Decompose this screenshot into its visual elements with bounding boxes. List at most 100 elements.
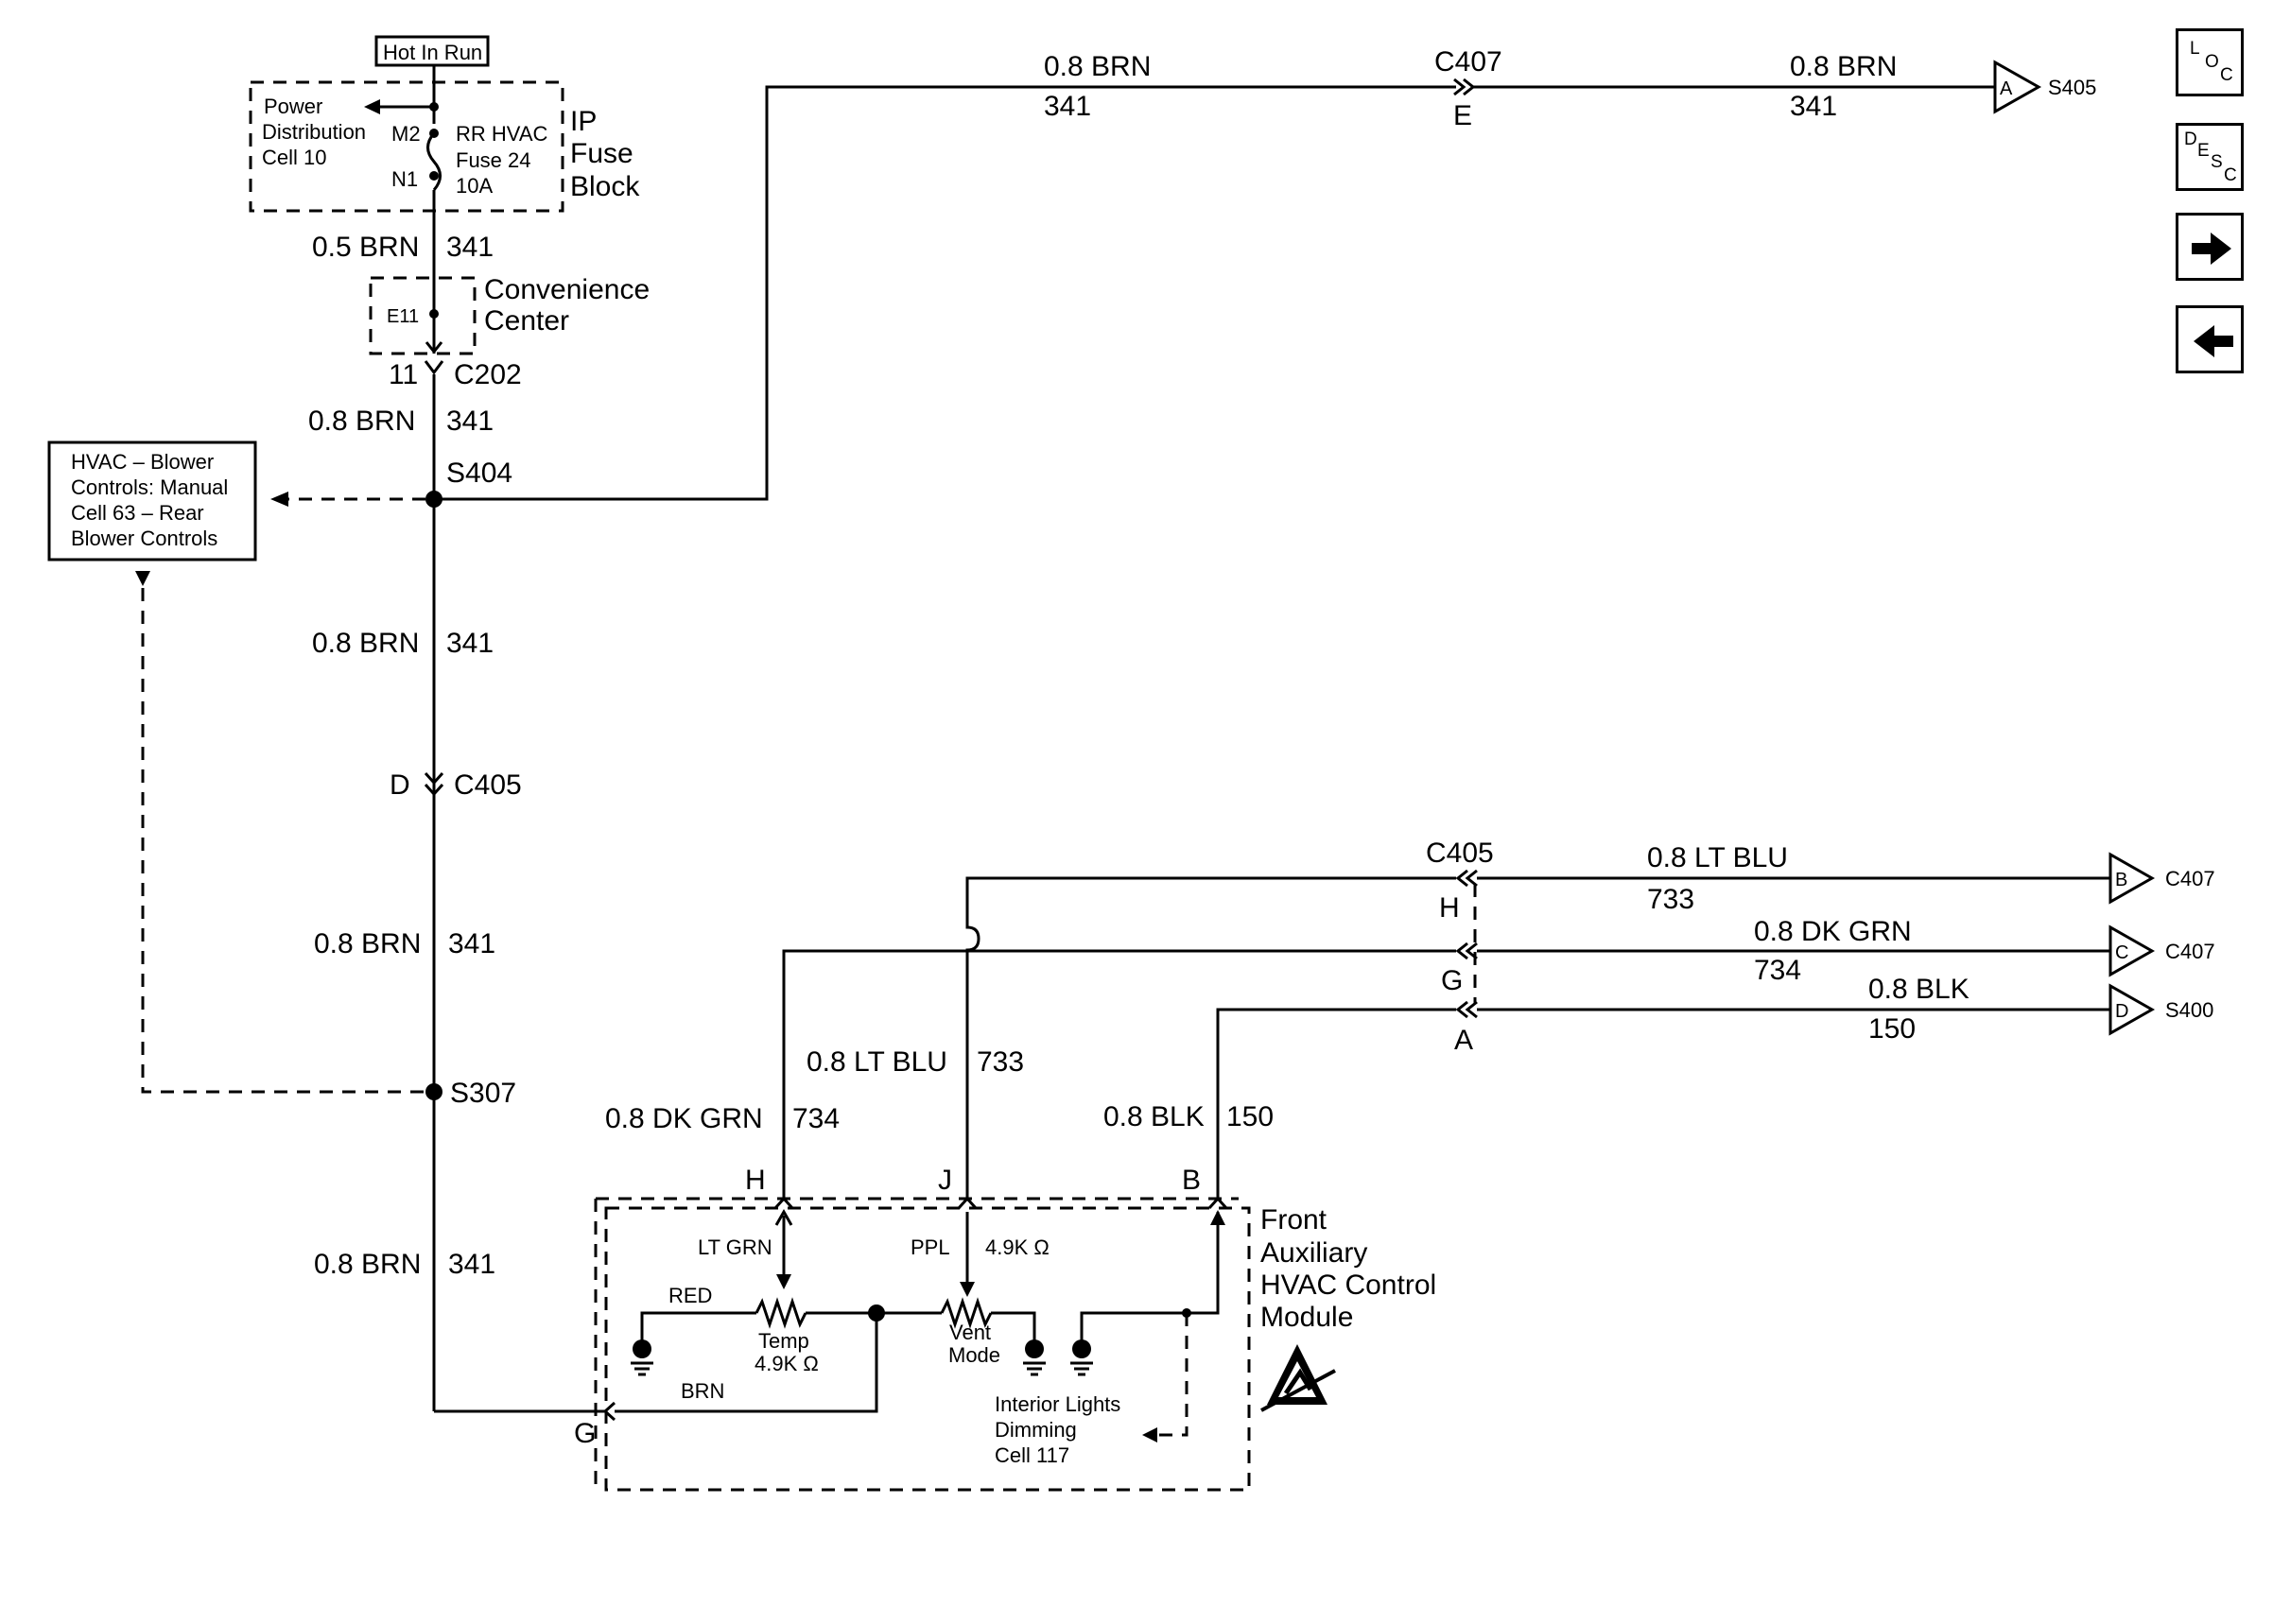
lt-blu-down-gauge: 0.8 LT BLU xyxy=(807,1046,947,1078)
hot-in-run-label: Hot In Run xyxy=(383,41,482,64)
wire-w1-circuit: 341 xyxy=(446,232,494,263)
module-pin-b: B xyxy=(1182,1165,1201,1196)
loc-button[interactable]: L O C xyxy=(2176,28,2244,96)
convenience-center-pin: E11 xyxy=(387,306,419,327)
temp-resistor xyxy=(755,1297,807,1329)
ip-fuse-block-label-3: Block xyxy=(570,171,640,202)
offpage-s405-label: S405 xyxy=(2048,76,2096,99)
c405-main-label: C405 xyxy=(454,769,522,801)
c405-right-pin-h: H xyxy=(1439,892,1460,924)
ground-icon xyxy=(1023,1339,1046,1376)
ground-icon xyxy=(1070,1339,1093,1376)
dk-grn-down-circuit: 734 xyxy=(792,1103,840,1134)
temp-label-2: 4.9K Ω xyxy=(755,1352,819,1375)
module-label-3: HVAC Control xyxy=(1260,1270,1436,1301)
ip-fuse-block-label-1: IP xyxy=(570,106,597,137)
wire-w3-gauge: 0.8 BRN xyxy=(312,628,419,659)
module-pin-j: J xyxy=(938,1165,952,1196)
wire-w3-circuit: 341 xyxy=(446,628,494,659)
offpage-s400-letter: D xyxy=(2115,1001,2128,1022)
blk-right-circuit: 150 xyxy=(1868,1013,1916,1045)
offpage-c407-b-label: C407 xyxy=(2165,867,2215,890)
fuse-pin-n1: N1 xyxy=(391,167,418,191)
arrow-right-icon xyxy=(2192,233,2231,265)
convenience-center-label-1: Convenience xyxy=(484,274,650,305)
arrow-left-icon xyxy=(2194,325,2233,357)
offpage-s405-letter: A xyxy=(2000,78,2013,99)
module-label-2: Auxiliary xyxy=(1260,1237,1367,1269)
red-wire-label: RED xyxy=(668,1284,712,1307)
lt-blu-down-circuit: 733 xyxy=(977,1046,1024,1078)
dk-grn-right-gauge: 0.8 DK GRN xyxy=(1754,916,1912,947)
top-right-gauge: 0.8 BRN xyxy=(1790,51,1897,82)
hot-in-run-box xyxy=(374,35,490,67)
hvac-blower-controls-box xyxy=(47,441,257,561)
svg-text:O: O xyxy=(2205,52,2219,72)
pdc-label-1: Power xyxy=(264,95,322,118)
c405-right-pin-a: A xyxy=(1454,1025,1473,1056)
hvac-blower-label-4: Blower Controls xyxy=(71,527,217,550)
c405-right-pin-g: G xyxy=(1441,965,1463,996)
top-right-circuit: 341 xyxy=(1790,91,1837,122)
dimming-label-1: Interior Lights xyxy=(995,1392,1120,1416)
offpage-c407-c-arrow xyxy=(2108,924,2156,977)
dimming-label-3: Cell 117 xyxy=(995,1443,1069,1467)
wire-w4-gauge: 0.8 BRN xyxy=(314,928,421,959)
c202-pin: 11 xyxy=(389,359,418,390)
c407-top-pin: E xyxy=(1453,100,1472,131)
ppl-resistance: 4.9K Ω xyxy=(985,1235,1050,1259)
vent-label-2: Mode xyxy=(948,1343,1000,1367)
blk-right-gauge: 0.8 BLK xyxy=(1868,974,1969,1005)
svg-text:C: C xyxy=(2220,65,2233,85)
c407-top-label: C407 xyxy=(1434,46,1502,78)
top-left-gauge: 0.8 BRN xyxy=(1044,51,1151,82)
lt-grn-label: LT GRN xyxy=(698,1235,772,1259)
wire-w1-gauge: 0.5 BRN xyxy=(312,232,419,263)
lt-blu-right-circuit: 733 xyxy=(1647,884,1694,915)
wire-w5-circuit: 341 xyxy=(448,1249,495,1280)
ppl-label: PPL xyxy=(911,1235,950,1259)
esd-warning-icon xyxy=(1260,1344,1336,1412)
fuse-label-2: Fuse 24 xyxy=(456,148,531,172)
vent-mode-resistor xyxy=(940,1297,993,1329)
hvac-blower-label-2: Controls: Manual xyxy=(71,475,228,499)
svg-text:D: D xyxy=(2184,130,2197,149)
svg-text:C: C xyxy=(2224,165,2237,185)
module-label-4: Module xyxy=(1260,1302,1353,1333)
svg-text:S: S xyxy=(2211,152,2223,172)
forward-button[interactable] xyxy=(2176,213,2244,281)
module-outline xyxy=(604,1206,1251,1492)
module-label-1: Front xyxy=(1260,1204,1327,1235)
blk-down-circuit: 150 xyxy=(1226,1101,1274,1132)
desc-button[interactable]: D E S C xyxy=(2176,123,2244,191)
svg-text:E: E xyxy=(2197,141,2210,161)
vent-label-1: Vent xyxy=(949,1321,991,1344)
ground-icon xyxy=(631,1339,653,1376)
offpage-s405-arrow xyxy=(1993,60,2042,114)
hvac-blower-label-3: Cell 63 – Rear xyxy=(71,501,204,525)
convenience-center-label-2: Center xyxy=(484,305,569,337)
fuse-label-3: 10A xyxy=(456,174,493,198)
c405-right-label: C405 xyxy=(1426,838,1494,869)
convenience-center-outline xyxy=(369,276,477,355)
back-button[interactable] xyxy=(2176,305,2244,373)
pdc-label-2: Distribution xyxy=(262,120,366,144)
module-pin-h: H xyxy=(745,1165,766,1196)
s307-label: S307 xyxy=(450,1078,516,1109)
fuse-symbol xyxy=(426,132,442,191)
fuse-label-1: RR HVAC xyxy=(456,122,547,146)
ip-fuse-block-label-2: Fuse xyxy=(570,138,633,169)
pdc-label-3: Cell 10 xyxy=(262,146,326,169)
temp-label-1: Temp xyxy=(758,1329,809,1353)
wire-w4-circuit: 341 xyxy=(448,928,495,959)
lt-blu-right-gauge: 0.8 LT BLU xyxy=(1647,842,1788,873)
dk-grn-right-circuit: 734 xyxy=(1754,955,1801,986)
top-left-circuit: 341 xyxy=(1044,91,1091,122)
wire-w5-gauge: 0.8 BRN xyxy=(314,1249,421,1280)
hvac-blower-label-1: HVAC – Blower xyxy=(71,450,214,474)
module-pin-g: G xyxy=(574,1418,596,1449)
offpage-c407-c-letter: C xyxy=(2115,942,2128,963)
ip-fuse-block-outline xyxy=(249,80,564,213)
desc-icon: D E S C xyxy=(2184,130,2237,185)
